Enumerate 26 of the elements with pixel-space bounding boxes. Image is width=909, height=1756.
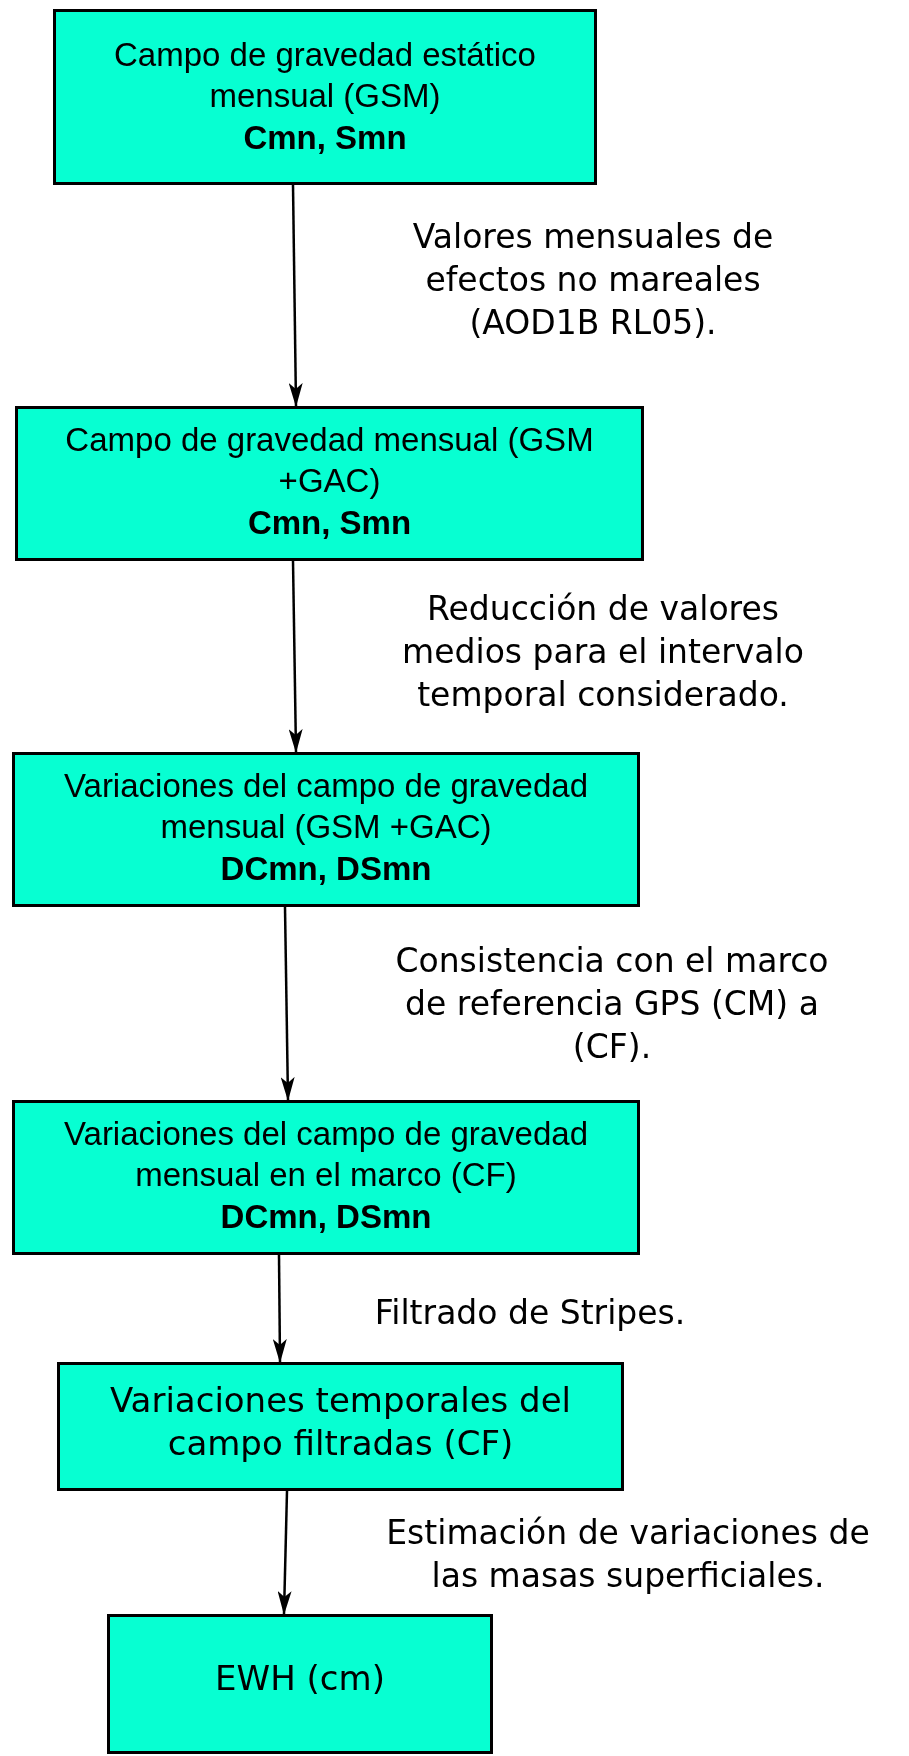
arrow [280, 906, 295, 1101]
process-box [57, 1362, 624, 1491]
edge-label: Filtrado de Stripes. [373, 1292, 687, 1334]
process-box [12, 752, 640, 907]
arrow [288, 560, 303, 753]
box-title: Campo de gravedad estático mensual (GSM) [113, 35, 537, 117]
box-title: EWH (cm) [215, 1657, 385, 1700]
process-box [53, 9, 597, 185]
box-title: Variaciones temporales del campo filtradas (CF) [108, 1379, 572, 1464]
coefficient-label: Cmn, Smn [247, 502, 412, 543]
edge-label: Estimación de variaciones de las masas superficiales. [385, 1512, 871, 1597]
edge-label: Valores mensuales de efectos no mareales (AOD1B RL05). [411, 216, 775, 344]
coefficient-label: DCmn, DSmn [220, 1196, 432, 1237]
process-box [107, 1614, 493, 1754]
edge-label: Reducción de valores medios para el intervalo temporal considerado. [401, 588, 805, 716]
coefficient-label: DCmn, DSmn [220, 848, 432, 889]
edge-label: Consistencia con el marco de referencia GPS (CM) a (CF). [394, 940, 830, 1068]
box-title: Variaciones del campo de gravedad mensual (GSM +GAC) [62, 766, 590, 848]
box-title: Variaciones del campo de gravedad mensual en el marco (CF) [62, 1114, 590, 1196]
arrow [272, 1255, 287, 1363]
coefficient-label: Cmn, Smn [243, 117, 407, 158]
process-box [15, 406, 644, 561]
process-box [12, 1100, 640, 1255]
arrow [288, 185, 303, 407]
arrow [277, 1490, 292, 1615]
box-title: Campo de gravedad mensual (GSM +GAC) [64, 420, 595, 502]
